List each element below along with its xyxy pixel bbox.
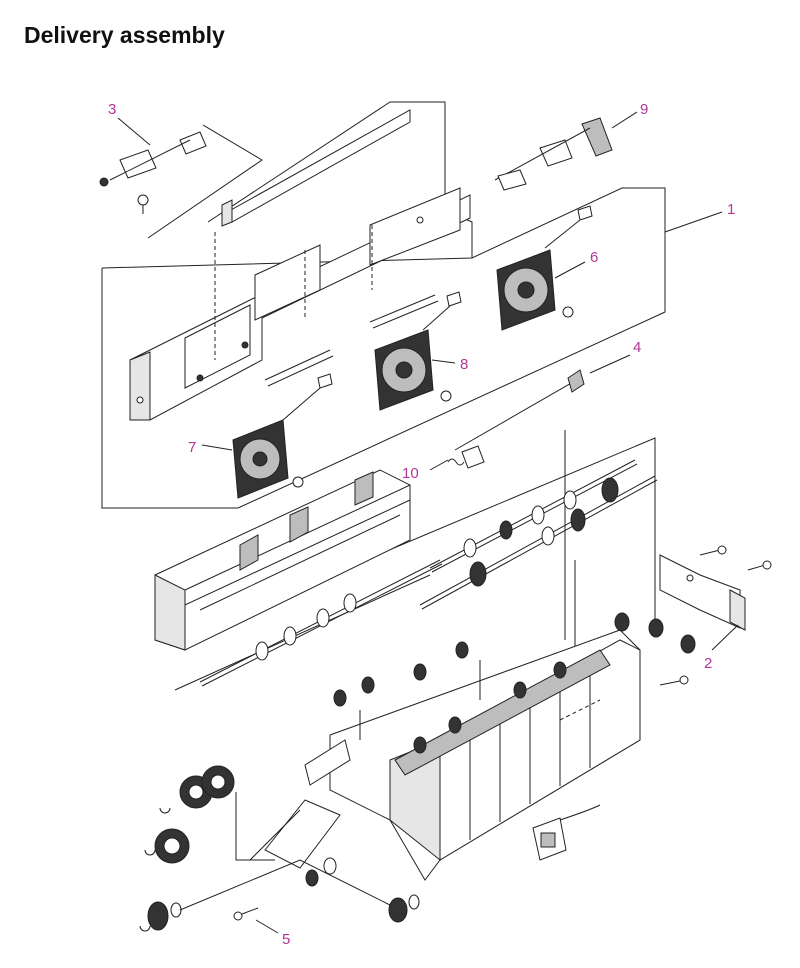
callout-4: 4 [633,339,641,356]
gears-bottom [139,857,420,932]
fan-6 [496,205,593,331]
lower-group-outline [317,437,656,620]
link-arm [249,739,351,869]
callout-3: 3 [108,101,116,118]
callout-9: 9 [640,101,648,118]
spring-10 [447,445,485,469]
callout-1: 1 [727,201,735,218]
delivery-housing [329,629,641,881]
static-brush-strips [264,294,439,387]
fan-7 [232,373,333,499]
pressure-rollers [333,641,481,740]
fan-8 [374,291,462,411]
callout-7: 7 [188,439,196,456]
callout-2: 2 [704,655,712,672]
screw-small-top [137,194,149,214]
sensor-flag-9 [494,117,613,191]
fan-group-outline-top [147,124,263,239]
delivery-guide-left [154,469,411,651]
lower-left-outline [235,792,275,861]
gears-right [614,612,696,686]
gears-lower-left [144,765,235,864]
roller-shaft-upper [429,459,638,573]
screw-5 [233,907,259,921]
bracket-2 [659,545,772,631]
callout-10: 10 [402,465,419,482]
fan-group-outline [101,187,666,509]
lower-group-outline-left [174,574,431,691]
roller-shaft-lower [199,559,443,687]
bottom-link-outline [179,859,391,911]
roller-shaft-middle [419,475,658,610]
rod-4 [454,369,585,640]
upper-chassis [129,109,471,421]
upper-frame-outline [207,101,473,258]
callout-leaders [117,111,739,934]
callout-5: 5 [282,931,290,948]
sensor-flag-3 [99,131,207,187]
page-title: Delivery assembly [24,22,225,48]
callout-8: 8 [460,356,468,373]
solenoid [532,804,601,861]
callout-6: 6 [590,249,598,266]
